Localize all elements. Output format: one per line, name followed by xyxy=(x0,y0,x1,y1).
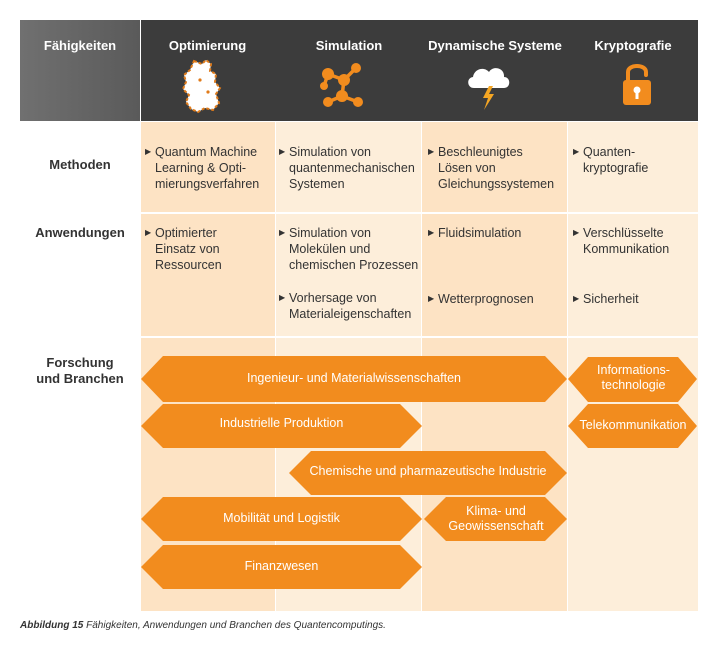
row-divider xyxy=(20,212,698,214)
bullet-triangle-icon: ▶ xyxy=(145,228,152,237)
bullet-triangle-icon: ▶ xyxy=(145,147,152,156)
molecule-icon xyxy=(320,63,363,107)
bullet-triangle-icon: ▶ xyxy=(428,228,435,237)
arrow-label-mobilitaet: Mobilität und Logistik xyxy=(223,511,340,525)
row-label-forschung: Forschung und Branchen xyxy=(36,355,124,386)
arrow-mobilitaet xyxy=(141,497,422,541)
bullet-triangle-icon: ▶ xyxy=(279,147,286,156)
anwendungen-cell: ▶ Sicherheit xyxy=(573,292,639,306)
arrow-label-industrielle-produktion: Industrielle Produktion xyxy=(219,416,344,430)
arrow-telekommunikation xyxy=(568,404,697,448)
thundercloud-icon xyxy=(468,68,510,110)
header-corner-label: Fähigkeiten xyxy=(43,38,117,53)
bullet-triangle-icon: ▶ xyxy=(428,294,435,303)
row-divider xyxy=(20,336,698,338)
header-band xyxy=(141,20,698,121)
anwendungen-cell: ▶ Optimierter Einsatz von Ressourcen xyxy=(145,226,222,272)
figure-caption: Abbildung 15 Fähigkeiten, Anwendungen un… xyxy=(20,620,386,631)
methoden-cell: ▶ Quanten- kryptografie xyxy=(573,145,649,175)
anwendungen-cell: ▶ Fluidsimulation xyxy=(428,226,522,240)
methoden-cell: ▶ Simulation von quantenmechanischen Sys… xyxy=(279,145,415,191)
header-corner xyxy=(20,20,140,121)
methoden-cell: ▶ Quantum Machine Learning & Opti- mieru… xyxy=(145,145,260,191)
arrow-label-finanzwesen: Finanzwesen xyxy=(244,559,319,573)
germany-map-icon xyxy=(181,58,222,114)
arrow-industrielle-produktion xyxy=(141,404,422,448)
anwendungen-cell: ▶ Verschlüsselte Kommunikation xyxy=(573,226,670,256)
arrow-label-telekommunikation: Telekommunikation xyxy=(579,418,687,432)
bullet-triangle-icon: ▶ xyxy=(428,147,435,156)
header-col-dynamische-systeme: Dynamische Systeme xyxy=(428,38,562,53)
anwendungen-cell: ▶ Wetterprognosen xyxy=(428,292,534,306)
arrow-label-ingenieur: Ingenieur- und Materialwissenschaften xyxy=(246,371,461,385)
arrow-label-chemische-industrie: Chemische und pharmazeutische Industrie xyxy=(309,464,547,478)
arrow-label-informationstechnologie: Informations- technologie xyxy=(597,363,670,392)
arrow-ingenieur xyxy=(141,356,567,402)
bullet-triangle-icon: ▶ xyxy=(573,228,580,237)
caption-label: Abbildung 15 xyxy=(20,620,84,631)
arrow-finanzwesen xyxy=(141,545,422,589)
header-col-optimierung: Optimierung xyxy=(168,38,247,53)
row-label-methoden: Methoden xyxy=(49,157,111,172)
caption-text: Fähigkeiten, Anwendungen und Branchen de… xyxy=(83,620,386,631)
bullet-triangle-icon: ▶ xyxy=(279,293,286,302)
arrow-klima xyxy=(424,497,567,541)
header-col-simulation: Simulation xyxy=(315,38,383,53)
arrow-informationstechnologie xyxy=(568,357,697,402)
bullet-triangle-icon: ▶ xyxy=(573,147,580,156)
bullet-triangle-icon: ▶ xyxy=(279,228,286,237)
bullet-triangle-icon: ▶ xyxy=(573,294,580,303)
row-label-anwendungen: Anwendungen xyxy=(35,225,125,240)
padlock-icon xyxy=(623,64,651,105)
anwendungen-cell: ▶ Simulation von Molekülen und chemische… xyxy=(279,226,419,272)
header-col-kryptografie: Kryptografie xyxy=(594,38,672,53)
anwendungen-cell: ▶ Vorhersage von Materialeigenschaften xyxy=(279,291,412,321)
methoden-cell: ▶ Beschleunigtes Lösen von Gleichungssys… xyxy=(428,145,555,191)
arrow-label-klima: Klima- und Geowissenschaft xyxy=(448,504,544,533)
arrow-chemische-industrie xyxy=(289,451,567,495)
